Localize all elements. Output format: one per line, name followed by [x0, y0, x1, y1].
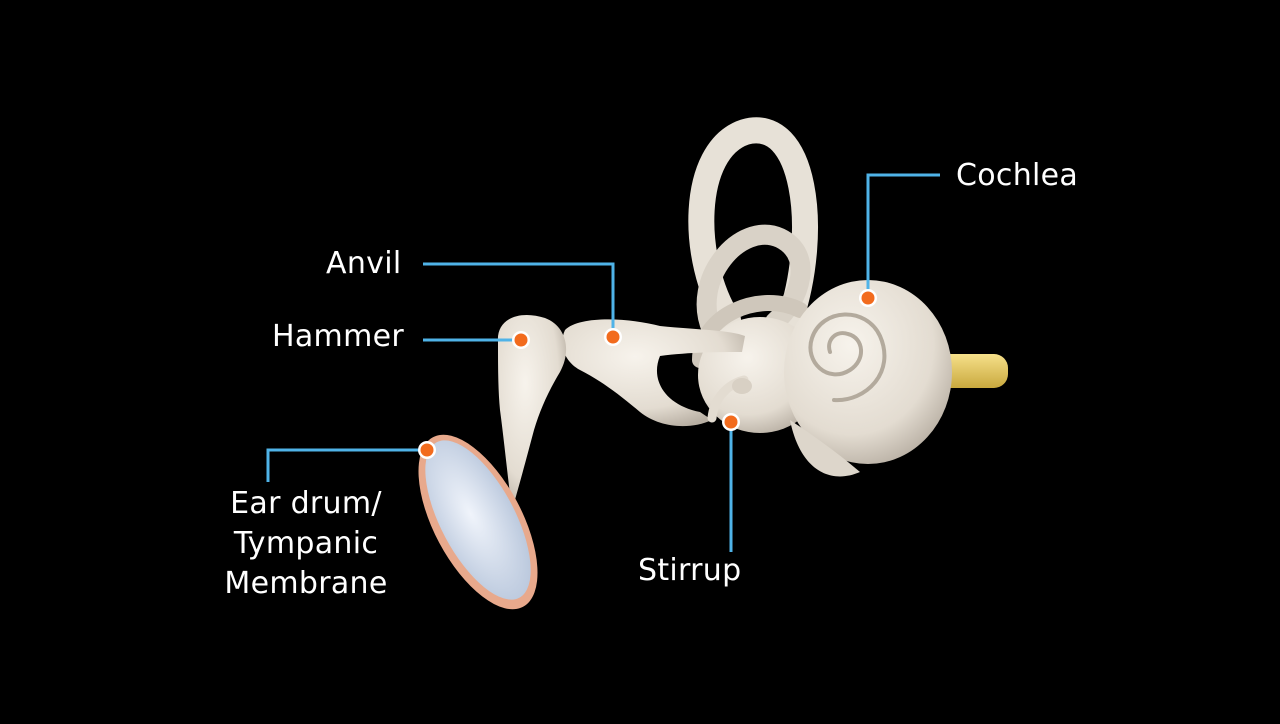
- marker-eardrum: [420, 443, 434, 457]
- label-stirrup: Stirrup: [638, 553, 742, 588]
- cochlea-spiral: [808, 312, 887, 403]
- label-eardrum-line-3: Membrane: [224, 566, 388, 601]
- marker-hammer: [514, 333, 528, 347]
- label-hammer: Hammer: [272, 319, 404, 354]
- cochlea-body: [784, 280, 952, 464]
- label-anvil: Anvil: [326, 246, 402, 281]
- label-cochlea: Cochlea: [956, 158, 1079, 193]
- anvil-bone: [562, 319, 745, 427]
- marker-stirrup: [724, 415, 738, 429]
- hammer-bone: [497, 315, 567, 510]
- eardrum-membrane: [425, 440, 531, 600]
- leader-lines: [266, 173, 940, 552]
- marker-cochlea: [861, 291, 875, 305]
- stirrup-footplate: [732, 378, 752, 394]
- semicircular-canal-posterior: [696, 224, 811, 340]
- pointer-markers: [418, 289, 877, 459]
- label-eardrum: Ear drum/ Tympanic Membrane: [222, 484, 390, 604]
- label-eardrum-line-2: Tympanic: [233, 526, 379, 561]
- marker-anvil: [606, 330, 620, 344]
- cochlea-lower-lobe: [790, 420, 860, 477]
- leader-anvil: [423, 262, 615, 337]
- leader-cochlea: [866, 173, 940, 298]
- label-eardrum-line-1: Ear drum/: [230, 486, 382, 521]
- leader-eardrum: [266, 448, 427, 482]
- semicircular-canal-superior: [688, 117, 818, 333]
